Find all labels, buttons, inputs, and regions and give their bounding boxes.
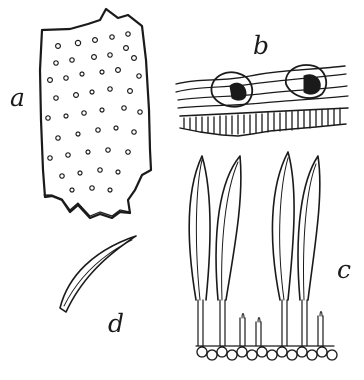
panel-label-a: a [10, 85, 25, 110]
panel-d-curved-spine [60, 236, 136, 312]
panel-b-cross-section [176, 65, 348, 136]
panel-label-b: b [253, 33, 269, 58]
panel-label-c: c [337, 257, 351, 282]
panel-a-fragment [40, 9, 151, 218]
pore-dots [46, 32, 142, 192]
panel-c-structures [189, 152, 337, 360]
base-cells [197, 347, 337, 360]
panel-label-d: d [108, 311, 124, 336]
